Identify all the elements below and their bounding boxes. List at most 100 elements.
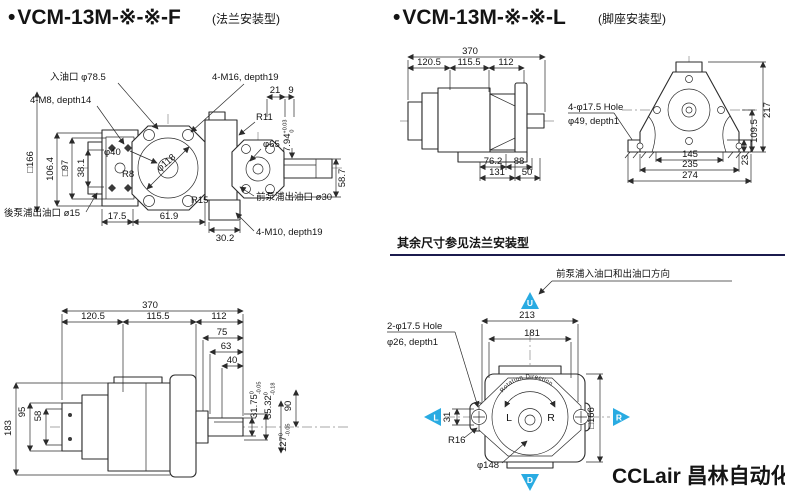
svg-text:38.1: 38.1 <box>76 159 87 178</box>
svg-text:•VCM-13M-※-※-L: •VCM-13M-※-※-L <box>393 6 566 29</box>
svg-text:370: 370 <box>142 300 158 311</box>
end-cap <box>407 101 423 141</box>
bullet: • <box>8 6 15 29</box>
svg-text:120.5: 120.5 <box>81 311 105 322</box>
company-logo: CCLair 昌林自动化 <box>612 464 785 488</box>
svg-text:□166: □166 <box>25 151 36 173</box>
top-boss <box>675 61 703 73</box>
title-flange-sub: (法兰安装型) <box>212 11 280 26</box>
rotation-right: R <box>547 412 555 424</box>
svg-text:112: 112 <box>498 57 513 68</box>
svg-text:183: 183 <box>3 420 14 436</box>
flange-side-view: 370 120.5 115.5 112 75 63 40 183 95 58 3… <box>3 300 350 478</box>
foot-bracket <box>208 199 241 221</box>
svg-text:40: 40 <box>227 355 238 366</box>
hole-label: 2-φ17.5 Hole <box>387 321 442 332</box>
svg-text:R16: R16 <box>448 435 465 446</box>
svg-text:213: 213 <box>519 310 535 321</box>
title-foot-sub: (脚座安装型) <box>598 11 666 26</box>
svg-text:□97: □97 <box>60 160 71 176</box>
front-outlet-label: 前泵浦出油口 ø30 <box>256 191 332 203</box>
port-direction-note: 前泵浦入油口和出油口方向 <box>556 268 670 280</box>
flange-plate <box>514 82 528 160</box>
svg-text:131: 131 <box>489 167 505 178</box>
svg-text:274: 274 <box>682 170 698 181</box>
svg-text:30.2: 30.2 <box>216 233 235 244</box>
svg-text:23: 23 <box>740 155 751 166</box>
flange-front-geometry <box>87 111 333 221</box>
svg-text:31.750-0.05: 31.750-0.05 <box>249 382 263 418</box>
ground-hatching <box>624 151 750 159</box>
shaft <box>526 113 545 129</box>
title-foot: •VCM-13M-※-※-L (脚座安装型) <box>393 6 666 29</box>
shaft <box>207 417 244 437</box>
svg-text:88: 88 <box>514 156 525 167</box>
svg-text:112: 112 <box>211 311 226 322</box>
arrow-down-triangle <box>521 474 539 491</box>
main-body <box>107 382 181 472</box>
svg-text:115.5: 115.5 <box>457 57 480 68</box>
foot-front-view: 217 109.5 23 145 235 274 <box>622 56 773 185</box>
svg-text:•VCM-13M-※-※-F: •VCM-13M-※-※-F <box>8 6 181 29</box>
direction-view: U L R D 前泵浦入油口和出油口方向 213 181 31 R16 φ148… <box>387 268 732 491</box>
foot-mount-hole <box>636 142 644 150</box>
title-flange: •VCM-13M-※-※-F (法兰安装型) <box>8 6 280 29</box>
flange-front-dim-lines <box>33 82 341 234</box>
rotation-left: L <box>506 412 512 424</box>
foot-pilot-label: φ49, depth1 <box>568 116 619 127</box>
svg-text:181: 181 <box>524 328 540 339</box>
flange-plate <box>169 374 197 478</box>
svg-text:R8: R8 <box>122 169 134 180</box>
svg-text:90: 90 <box>283 401 294 412</box>
arrow-up-triangle <box>521 292 539 309</box>
svg-text:115.5: 115.5 <box>146 311 169 322</box>
svg-text:1270-0.05: 1270-0.05 <box>278 424 292 452</box>
rear-bolt-holes <box>108 144 132 192</box>
svg-text:φ40: φ40 <box>104 147 121 158</box>
model-name: VCM-13M-※-※-L <box>402 6 566 29</box>
shaft-collar <box>195 410 209 444</box>
bullet: • <box>393 6 400 29</box>
foot-side-view: 370 120.5 115.5 112 76.2 88 131 50 4-φ17… <box>400 46 640 182</box>
svg-text:21: 21 <box>270 85 281 96</box>
arrow-down-letter: D <box>527 475 533 485</box>
svg-text:R15: R15 <box>191 195 208 206</box>
foot <box>457 151 528 163</box>
shaft <box>283 158 333 179</box>
svg-text:235: 235 <box>682 159 698 170</box>
pilot-label: φ26, depth1 <box>387 337 438 348</box>
svg-text:145: 145 <box>682 149 698 160</box>
foot-hole-label: 4-φ17.5 Hole <box>568 102 623 113</box>
inlet-port-label: 入油口 φ78.5 <box>50 71 106 83</box>
arrow-right-letter: R <box>616 413 622 423</box>
front-housing <box>489 93 516 151</box>
end-cap <box>61 402 83 452</box>
m10-label: 4-M10, depth19 <box>256 227 323 238</box>
arrow-left-letter: L <box>433 413 438 423</box>
rear-body <box>81 394 109 460</box>
arrow-left-triangle <box>424 408 441 426</box>
svg-text:17.5: 17.5 <box>108 211 127 222</box>
svg-text:58.7: 58.7 <box>337 169 348 188</box>
svg-text:120.5: 120.5 <box>417 57 441 68</box>
svg-text:R11: R11 <box>256 112 273 123</box>
svg-text:50: 50 <box>522 167 533 178</box>
rear-body <box>421 92 439 150</box>
svg-text:109.5: 109.5 <box>749 119 760 143</box>
flange-front-view: 入油口 φ78.5 4-M8, depth14 4-M16, depth19 2… <box>4 71 348 244</box>
svg-text:63: 63 <box>221 341 232 352</box>
flange-front-labels: 入油口 φ78.5 4-M8, depth14 4-M16, depth19 2… <box>4 71 348 244</box>
m16-label: 4-M16, depth19 <box>212 72 279 83</box>
svg-text:106.4: 106.4 <box>45 157 56 181</box>
svg-text:76.2: 76.2 <box>484 156 503 167</box>
svg-text:217: 217 <box>762 102 773 118</box>
svg-text:370: 370 <box>462 46 478 57</box>
svg-text:31: 31 <box>442 412 453 423</box>
bottom-boss <box>506 461 554 469</box>
svg-text:95: 95 <box>17 407 28 418</box>
svg-text:61.9: 61.9 <box>160 211 179 222</box>
direction-triangles: U L R D <box>424 292 630 491</box>
svg-text:58: 58 <box>33 411 44 422</box>
